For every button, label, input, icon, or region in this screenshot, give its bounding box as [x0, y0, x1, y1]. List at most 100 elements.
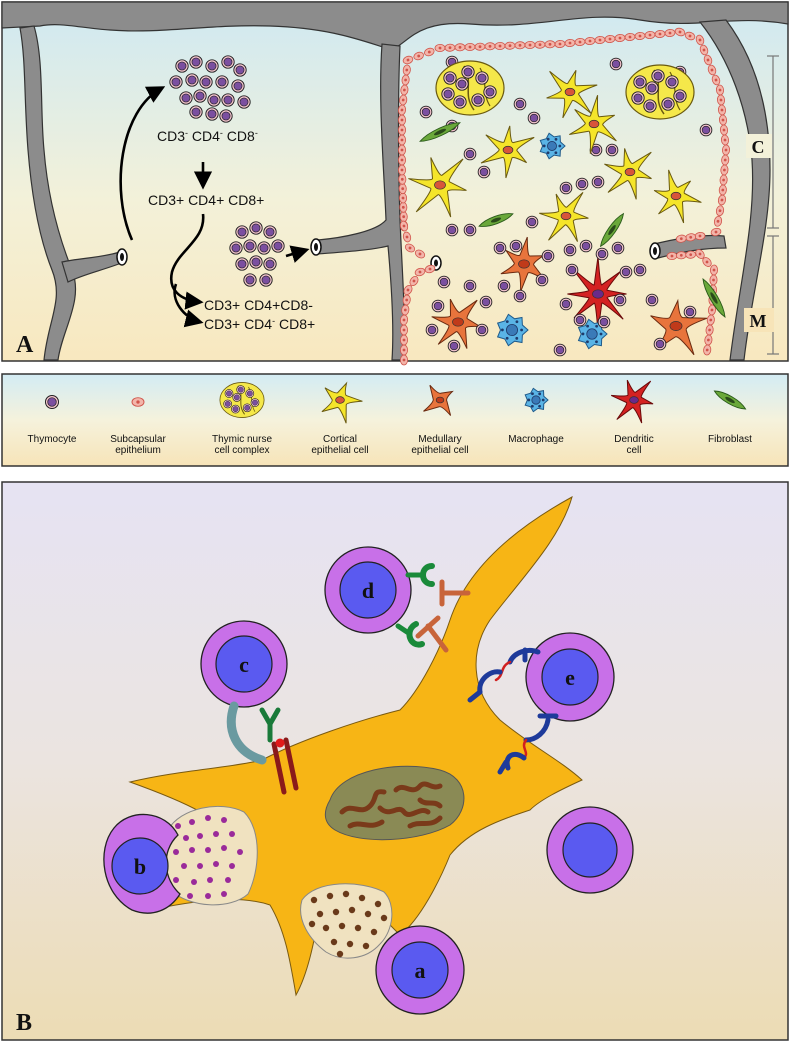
thymocyte: [463, 147, 477, 161]
thymocyte: [497, 279, 511, 293]
thymocyte: [525, 215, 539, 229]
legend-label: epithelial cell: [411, 445, 468, 456]
stage-cd4-single-positive: CD3+ CD4+CD8-: [204, 297, 313, 313]
macrophage: [524, 387, 549, 413]
thymocyte: [453, 95, 467, 109]
cortical-epithelial-cell: [569, 95, 617, 154]
thymocyte: [419, 105, 433, 119]
medullary-epithelial-cell: [431, 298, 481, 349]
cell-a-label: a: [415, 958, 426, 983]
thymocyte: [563, 243, 577, 257]
granule: [229, 831, 235, 837]
panel-a-label: A: [16, 332, 34, 358]
thymocyte: [455, 77, 469, 91]
thymocyte: [513, 97, 527, 111]
thymocyte: [215, 75, 229, 89]
legend-label: cell complex: [214, 445, 269, 456]
macrophage: [539, 132, 566, 160]
thymocyte: [527, 111, 541, 125]
thymocyte: [479, 295, 493, 309]
fibroblast: [702, 278, 726, 318]
chromatin: [339, 781, 443, 829]
thymocyte: [205, 59, 219, 73]
thymocyte: [609, 57, 623, 71]
maturation-arrows: [119, 86, 310, 328]
granule: [316, 910, 324, 918]
granule: [197, 833, 203, 839]
thymocyte: [441, 87, 455, 101]
granule: [213, 861, 219, 867]
thymocyte: [243, 239, 257, 253]
thymocyte: [463, 279, 477, 293]
thymocyte: [231, 404, 240, 414]
lymphocyte-d: d: [324, 546, 412, 634]
thymocyte: [447, 339, 461, 353]
receptor-complex-c: [226, 701, 299, 795]
thymocyte: [199, 75, 213, 89]
dendritic-cell-icon: [610, 379, 654, 424]
thymocyte: [483, 85, 497, 99]
thymocyte: [193, 89, 207, 103]
legend-label: Thymocyte: [28, 434, 77, 445]
cortical-epithelial-cell: [480, 125, 535, 179]
granule: [181, 863, 187, 869]
granule: [330, 938, 338, 946]
granule: [183, 835, 189, 841]
thymocyte: [573, 313, 587, 327]
legend-frame: [1, 373, 789, 467]
cortex-label: C: [752, 137, 765, 157]
thymocyte: [471, 93, 485, 107]
thymocyte: [235, 257, 249, 271]
legend-icons: [45, 379, 747, 424]
granule: [189, 847, 195, 853]
granule: [205, 847, 211, 853]
granule: [221, 817, 227, 823]
granule: [173, 877, 179, 883]
granule: [326, 892, 334, 900]
granule: [322, 924, 330, 932]
thymic-nurse-cell-complex: [435, 60, 505, 116]
lymphocyte-plain: [546, 806, 634, 894]
granule: [364, 910, 372, 918]
thymocyte: [513, 289, 527, 303]
thymocyte: [665, 75, 679, 89]
granule: [221, 891, 227, 897]
fibroblast: [478, 213, 514, 227]
granule: [197, 863, 203, 869]
thymocyte: [263, 225, 277, 239]
thymocyte: [425, 323, 439, 337]
thymocyte: [633, 75, 647, 89]
thymocyte: [509, 239, 523, 253]
cell-b-label: b: [134, 854, 146, 879]
vesicle-region-a: [300, 883, 393, 959]
thymocyte: [223, 399, 233, 409]
zone-brackets: [767, 55, 779, 355]
granule: [229, 863, 235, 869]
lymphocyte-e: e: [525, 632, 615, 722]
thymocyte: [645, 81, 659, 95]
macrophage: [496, 313, 529, 347]
granule: [336, 950, 344, 958]
legend-label: epithelium: [115, 445, 161, 456]
thymocyte: [271, 239, 285, 253]
legend-label: Cortical: [323, 434, 357, 445]
thymocyte: [475, 323, 489, 337]
thymocyte: [259, 273, 273, 287]
stage-double-positive: CD3+ CD4+ CD8+: [148, 192, 264, 208]
granule: [332, 908, 340, 916]
receptor-pairs-e: [467, 647, 559, 775]
thymocyte: [651, 69, 665, 83]
thymocyte: [493, 241, 507, 255]
legend-label: cell: [626, 445, 641, 456]
thymocyte: [643, 99, 657, 113]
thymocyte: [683, 305, 697, 319]
fibroblast: [713, 390, 747, 410]
panel-b-label: B: [16, 1010, 32, 1036]
thymocyte: [595, 247, 609, 261]
thymocyte: [185, 73, 199, 87]
thymocyte: [169, 75, 183, 89]
thymocyte: [257, 241, 271, 255]
legend-label: Subcapsular: [110, 434, 166, 445]
